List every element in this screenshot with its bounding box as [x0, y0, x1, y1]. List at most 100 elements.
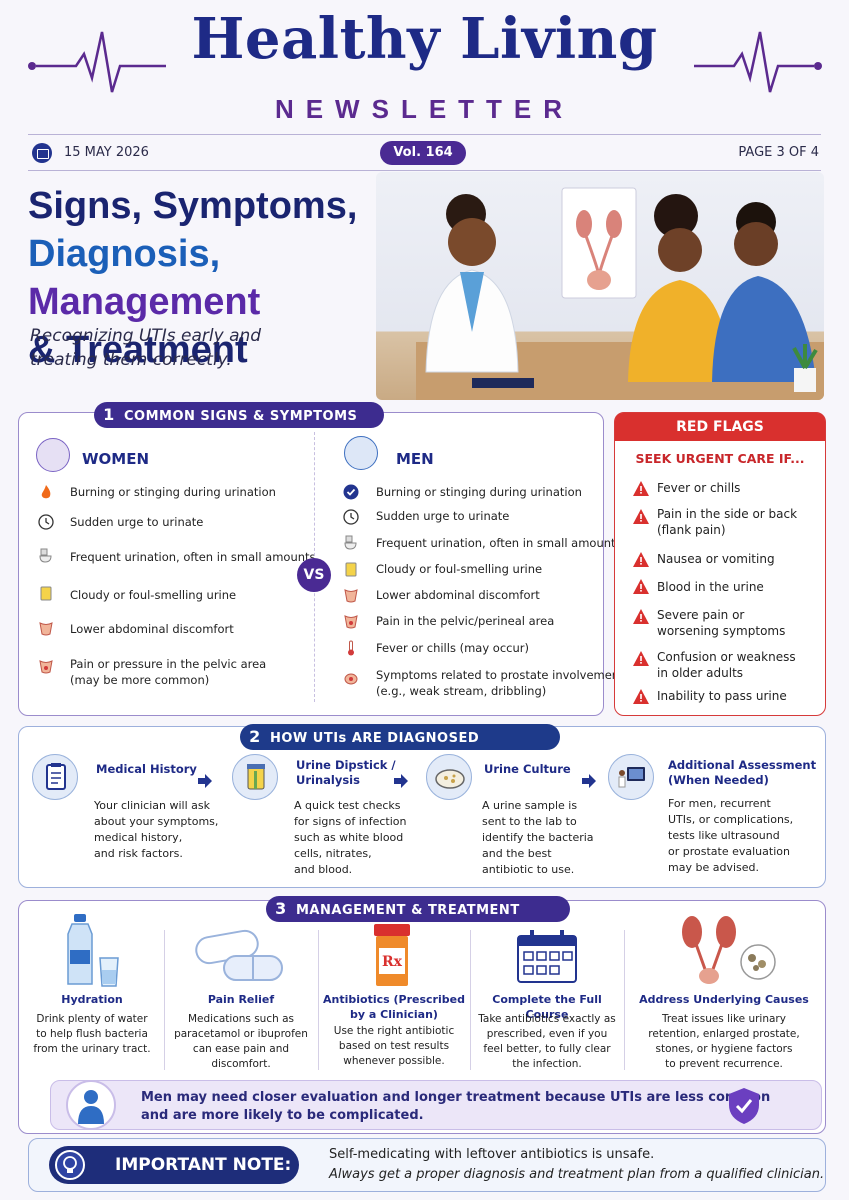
mgmt-item-2-line-2: paracetamol or ibuprofen — [174, 1028, 308, 1040]
prostate-icon — [344, 673, 358, 685]
men-note-banner: Men may need closer evaluation and longe… — [50, 1080, 822, 1130]
calendar-icon — [32, 143, 52, 163]
diag-step-2-line-1: A quick test checks — [294, 799, 401, 812]
mgmt-item-2-line-3: can ease pain and — [192, 1043, 290, 1055]
important-note-label: IMPORTANT NOTE: — [115, 1155, 292, 1175]
woman-avatar-icon — [36, 438, 70, 472]
title-line-1: Signs, Symptoms, — [28, 185, 358, 227]
diag-step-4-line-1: For men, recurrent — [668, 797, 771, 810]
page-number: PAGE 3 OF 4 — [738, 145, 819, 160]
mgmt-item-5-text: Treat issues like urinary retention, enl… — [630, 1012, 818, 1072]
abdomen-icon — [39, 622, 53, 636]
clock-icon — [343, 509, 359, 525]
red-flag-6: Confusion or weakness in older adults — [657, 649, 796, 681]
water-bottle-icon — [67, 914, 119, 987]
women-symptom-3: Frequent urination, often in small amoun… — [70, 550, 316, 564]
red-flag-5-line-2: worsening symptoms — [657, 624, 786, 638]
women-symptom-6-line-1: Pain or pressure in the pelvic area — [70, 657, 267, 671]
mgmt-item-3-text: Use the right antibiotic based on test r… — [322, 1024, 466, 1069]
clinic-consultation-image — [416, 187, 824, 400]
diag-step-4-text: For men, recurrent UTIs, or complication… — [668, 796, 793, 876]
women-symptom-4: Cloudy or foul-smelling urine — [70, 588, 237, 602]
diag-step-1-title: Medical History — [96, 762, 197, 776]
diag-step-2-text: A quick test checks for signs of infecti… — [294, 798, 406, 878]
toilet-icon — [344, 535, 357, 550]
check-circle-icon — [343, 484, 359, 500]
men-symptom-1: Burning or stinging during urination — [376, 485, 582, 499]
mgmt-item-5-line-4: to prevent recurrence. — [665, 1058, 783, 1070]
header-rule — [28, 134, 821, 135]
mgmt-item-4-title: Complete the Full Course — [492, 993, 602, 1021]
man-avatar-icon — [344, 436, 378, 470]
men-symptom-5: Lower abdominal discomfort — [376, 588, 540, 602]
mgmt-item-4-text: Take antibiotics exactly as prescribed, … — [474, 1012, 620, 1072]
urine-cup-icon — [40, 586, 52, 601]
mgmt-item-3-line-3: whenever possible. — [343, 1055, 445, 1067]
warning-icon — [633, 609, 649, 624]
man-person-icon — [66, 1080, 116, 1130]
title-management: Management — [28, 281, 261, 323]
diag-step-3-line-3: identify the bacteria — [482, 831, 594, 844]
masthead: Healthy Living NEWSLETTER — [0, 0, 849, 135]
diag-step-4-title-line-2: (When Needed) — [668, 773, 769, 787]
mgmt-item-3-title-line-1: Antibiotics (Prescribed — [323, 993, 465, 1006]
lightbulb-icon — [55, 1150, 85, 1180]
tagline-line-1: Recognizing UTIs early and — [30, 326, 262, 346]
diag-step-4-title-line-1: Additional Assessment — [668, 758, 817, 772]
diag-step-1-line-4: and risk factors. — [94, 847, 183, 860]
diag-step-2-title-line-2: Urinalysis — [296, 773, 360, 787]
warning-icon — [633, 481, 649, 496]
diag-step-1-line-3: medical history, — [94, 831, 183, 844]
diag-step-3-text: A urine sample is sent to the lab to ide… — [482, 798, 594, 878]
red-flags-panel: RED FLAGS SEEK URGENT CARE IF... Fever o… — [614, 412, 826, 716]
diag-step-4-line-4: or prostate evaluation — [668, 845, 790, 858]
mgmt-item-2-line-4: discomfort. — [211, 1058, 271, 1070]
diag-step-4-title: Additional Assessment (When Needed) — [668, 758, 816, 788]
management-divider — [470, 930, 471, 1070]
warning-icon — [633, 651, 649, 666]
info-bar: 15 MAY 2026 Vol. 164 PAGE 3 OF 4 — [28, 140, 821, 166]
article-title: Signs, Symptoms, Diagnosis, Management &… — [28, 182, 458, 374]
diag-step-2-title: Urine Dipstick / Urinalysis — [296, 758, 396, 788]
thermometer-icon — [348, 640, 354, 656]
men-symptom-8: Symptoms related to prostate involvement… — [376, 667, 624, 699]
red-flag-6-line-1: Confusion or weakness — [657, 650, 796, 664]
shield-check-icon — [729, 1088, 759, 1124]
men-symptom-8-line-2: (e.g., weak stream, dribbling) — [376, 684, 547, 698]
diag-step-2-title-line-1: Urine Dipstick / — [296, 758, 396, 772]
diag-step-1-line-1: Your clinician will ask — [94, 799, 210, 812]
mgmt-item-1-title: Hydration — [61, 993, 123, 1006]
mgmt-item-3-title-line-2: by a Clinician) — [350, 1008, 438, 1021]
important-note-label-pill: IMPORTANT NOTE: — [49, 1146, 299, 1184]
mgmt-item-5-title: Address Underlying Causes — [639, 993, 809, 1006]
mgmt-item-2-line-1: Medications such as — [187, 1013, 295, 1025]
section-number: 2 — [249, 727, 261, 746]
mgmt-item-4-line-1: Take antibiotics exactly as — [478, 1013, 616, 1025]
management-divider — [318, 930, 319, 1070]
info-rule — [28, 170, 821, 171]
men-symptom-7: Fever or chills (may occur) — [376, 641, 529, 655]
mgmt-item-5-line-3: stones, or hygiene factors — [655, 1043, 793, 1055]
diag-step-2-line-5: and blood. — [294, 863, 353, 876]
management-divider — [624, 930, 625, 1070]
arrow-right-icon — [198, 774, 212, 788]
volume-badge: Vol. 164 — [380, 141, 466, 165]
section-heading-text: COMMON SIGNS & SYMPTOMS — [124, 409, 358, 424]
men-label: MEN — [396, 450, 434, 468]
red-flags-heading: RED FLAGS — [615, 413, 825, 441]
mgmt-item-3-line-2: based on test results — [338, 1040, 450, 1052]
arrow-right-icon — [582, 774, 596, 788]
red-flag-6-line-2: in older adults — [657, 666, 744, 680]
red-flag-2-line-1: Pain in the side or back — [657, 507, 798, 521]
title-line-2: Diagnosis, Management — [28, 230, 458, 326]
calendar-checklist-icon — [517, 930, 577, 983]
diag-step-4-line-5: may be advised. — [668, 861, 759, 874]
mgmt-item-5-line-2: retention, enlarged prostate, — [648, 1028, 800, 1040]
petri-dish-icon — [426, 754, 472, 800]
warning-icon — [633, 689, 649, 704]
red-flag-2-line-2: (flank pain) — [657, 523, 726, 537]
pills-icon — [195, 929, 283, 981]
important-note-box: IMPORTANT NOTE: Self-medicating with lef… — [28, 1138, 826, 1192]
